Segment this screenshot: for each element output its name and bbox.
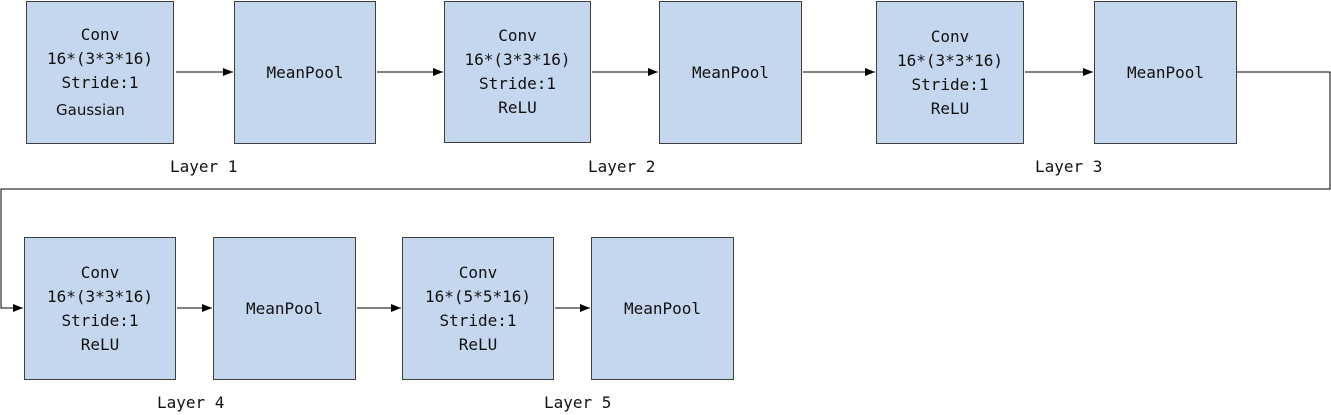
layer2-meanpool-block: MeanPool (659, 1, 802, 144)
conv-stride: Stride:1 (61, 310, 139, 330)
conv-filters: 16*(3*3*16) (47, 49, 153, 68)
layer3-label: Layer 3 (1035, 157, 1103, 176)
wrap-connector (0, 71, 1331, 312)
conv-stride: Stride:1 (478, 74, 557, 93)
conv-filters: 16*(3*3*16) (897, 50, 1003, 70)
meanpool-label: MeanPool (623, 298, 702, 318)
meanpool-label: MeanPool (1126, 62, 1205, 82)
layer4-conv-block: Conv 16*(3*3*16) Stride:1 ReLU (24, 237, 176, 380)
meanpool-label: MeanPool (245, 298, 324, 318)
layer4-label: Layer 4 (157, 393, 225, 412)
conv-filters: 16*(3*3*16) (47, 286, 153, 306)
conv-title: Conv (498, 26, 537, 45)
layer4-meanpool-block: MeanPool (213, 237, 356, 380)
conv-title: Conv (80, 25, 120, 44)
conv-stride: Stride:1 (61, 73, 139, 92)
conv-activation: ReLU (458, 334, 498, 354)
layer1-label: Layer 1 (170, 157, 238, 176)
meanpool-label: MeanPool (266, 62, 344, 82)
conv-activation: ReLU (930, 98, 970, 118)
layer1-meanpool-block: MeanPool (234, 1, 376, 144)
layer2-conv-block: Conv 16*(3*3*16) Stride:1 ReLU (444, 1, 591, 143)
layer5-conv-block: Conv 16*(5*5*16) Stride:1 ReLU (402, 237, 554, 380)
conv-stride: Stride:1 (911, 74, 989, 94)
layer5-meanpool-block: MeanPool (591, 237, 734, 380)
meanpool-label: MeanPool (691, 62, 770, 82)
conv-activation: ReLU (80, 334, 120, 354)
conv-activation: Gaussian (56, 101, 125, 119)
layer3-meanpool-block: MeanPool (1094, 1, 1237, 144)
conv-filters: 16*(3*3*16) (464, 50, 571, 69)
layer3-conv-block: Conv 16*(3*3*16) Stride:1 ReLU (876, 1, 1024, 144)
layer5-label: Layer 5 (544, 393, 612, 412)
conv-title: Conv (80, 262, 120, 282)
layer1-conv-block: Conv 16*(3*3*16) Stride:1 Gaussian (26, 1, 174, 144)
layer2-label: Layer 2 (588, 157, 656, 176)
conv-activation: ReLU (498, 98, 537, 117)
conv-stride: Stride:1 (439, 310, 517, 330)
conv-title: Conv (930, 26, 970, 46)
conv-title: Conv (458, 262, 498, 282)
conv-filters: 16*(5*5*16) (425, 286, 531, 306)
